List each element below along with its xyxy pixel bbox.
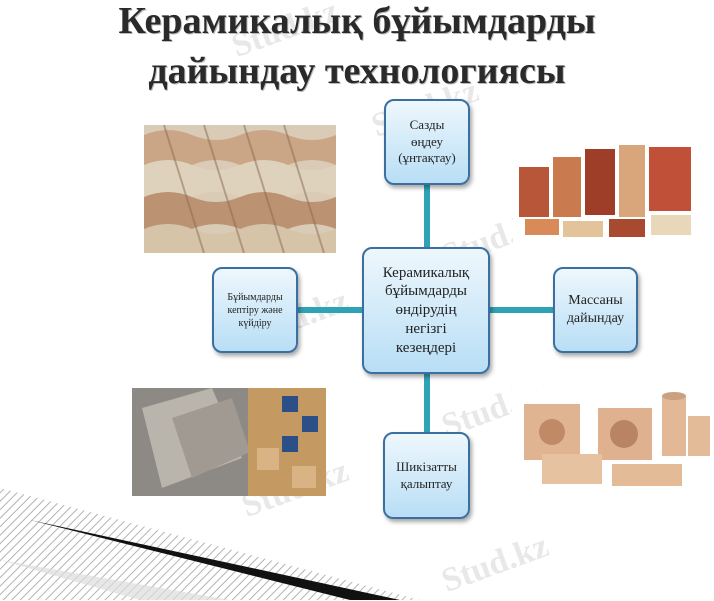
page-title-line1: Керамикалық бұйымдарды bbox=[118, 0, 596, 42]
top-node: Сазды өңдеу (ұнтақтау) bbox=[384, 99, 470, 185]
connector-bottom bbox=[424, 374, 430, 432]
connector-right bbox=[490, 307, 554, 313]
center-node: Керамикалық бұйымдарды өндірудің негізгі… bbox=[362, 247, 490, 374]
bricks-photo bbox=[513, 127, 699, 247]
roof-tiles-photo bbox=[144, 125, 336, 253]
connector-top bbox=[424, 185, 430, 247]
floor-tiles-photo bbox=[132, 388, 326, 496]
left-node: Бұйымдарды кептіру және күйдіру bbox=[212, 267, 298, 353]
bottom-node: Шикізатты қалыптау bbox=[383, 432, 470, 519]
page-title-line2: дайындау технологиясы bbox=[148, 50, 566, 92]
right-node: Массаны дайындау bbox=[553, 267, 638, 353]
refractory-blocks-photo bbox=[512, 386, 714, 494]
connector-left bbox=[298, 307, 362, 313]
